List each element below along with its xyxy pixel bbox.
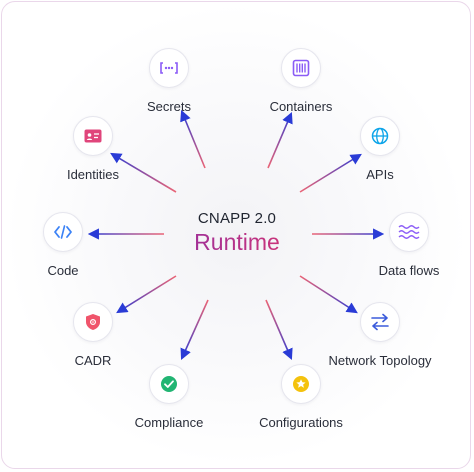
node-apis: APIs bbox=[315, 116, 445, 182]
star-badge-icon bbox=[293, 376, 309, 392]
node-cadr-circle bbox=[73, 302, 113, 342]
node-containers-circle bbox=[281, 48, 321, 88]
node-secrets-circle bbox=[149, 48, 189, 88]
container-icon bbox=[292, 59, 310, 77]
node-identities-circle bbox=[73, 116, 113, 156]
node-containers-label: Containers bbox=[269, 99, 333, 114]
node-data-flows-label: Data flows bbox=[378, 263, 440, 278]
shield-icon bbox=[86, 314, 100, 330]
node-code: Code bbox=[0, 212, 128, 278]
node-configurations-circle bbox=[281, 364, 321, 404]
center-title: CNAPP 2.0 bbox=[197, 210, 277, 227]
node-data-flows-circle bbox=[389, 212, 429, 252]
node-identities: Identities bbox=[28, 116, 158, 182]
globe-icon bbox=[371, 127, 389, 145]
secret-dots-icon bbox=[160, 62, 178, 74]
node-secrets-label: Secrets bbox=[146, 99, 192, 114]
node-cadr-label: CADR bbox=[74, 353, 112, 368]
swap-arrows-icon bbox=[371, 313, 389, 331]
center-subtitle: Runtime bbox=[137, 229, 337, 256]
check-circle-icon bbox=[161, 376, 177, 392]
arrow-to-identities bbox=[110, 152, 177, 193]
node-secrets: Secrets bbox=[104, 48, 234, 114]
arrow-to-cadr bbox=[116, 275, 177, 314]
node-cadr: CADR bbox=[28, 302, 158, 368]
node-compliance: Compliance bbox=[104, 364, 234, 430]
arrow-to-configurations bbox=[265, 299, 293, 361]
arrow-to-compliance bbox=[180, 299, 209, 361]
node-network-topology: Network Topology bbox=[315, 302, 445, 368]
id-card-icon bbox=[84, 129, 102, 143]
arrow-to-secrets bbox=[180, 109, 206, 169]
node-configurations-label: Configurations bbox=[259, 415, 343, 430]
arrow-to-containers bbox=[267, 111, 293, 169]
code-icon bbox=[54, 225, 72, 239]
node-compliance-label: Compliance bbox=[134, 415, 204, 430]
node-network-topology-circle bbox=[360, 302, 400, 342]
node-identities-label: Identities bbox=[66, 167, 120, 182]
node-data-flows: Data flows bbox=[344, 212, 474, 278]
node-compliance-circle bbox=[149, 364, 189, 404]
node-code-circle bbox=[43, 212, 83, 252]
node-apis-circle bbox=[360, 116, 400, 156]
center-label: CNAPP 2.0 Runtime bbox=[137, 210, 337, 256]
arrow-to-apis bbox=[299, 153, 362, 193]
node-configurations: Configurations bbox=[236, 364, 366, 430]
arrow-to-network-topology bbox=[299, 275, 358, 314]
wave-icon bbox=[398, 225, 420, 239]
node-containers: Containers bbox=[236, 48, 366, 114]
node-code-label: Code bbox=[47, 263, 79, 278]
node-apis-label: APIs bbox=[366, 167, 394, 182]
node-network-topology-label: Network Topology bbox=[328, 353, 432, 368]
